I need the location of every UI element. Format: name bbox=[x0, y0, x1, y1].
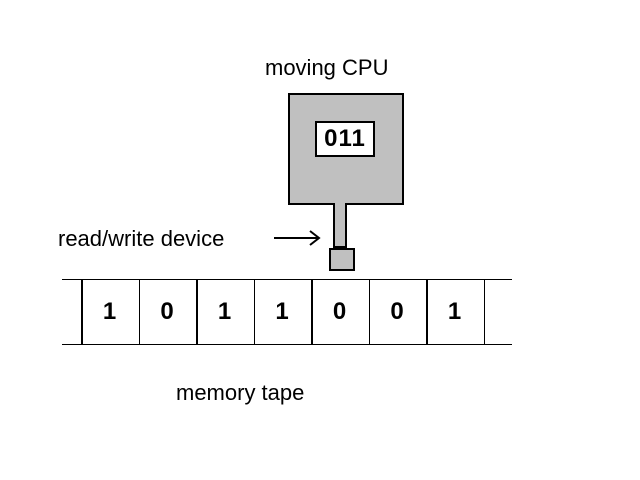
read-write-label: read/write device bbox=[58, 226, 225, 251]
tape-cell-divider bbox=[81, 280, 83, 344]
tape-cell-divider bbox=[426, 280, 428, 344]
tape-cell: 1 bbox=[447, 298, 462, 325]
tape-cell-divider bbox=[253, 280, 255, 344]
tape-cell: 1 bbox=[275, 298, 289, 325]
read-write-head bbox=[329, 248, 355, 271]
arrow-right-icon bbox=[274, 230, 321, 246]
memory-tape: 1 0 1 1 0 0 1 bbox=[62, 279, 512, 345]
tape-cell-divider bbox=[196, 280, 198, 344]
tape-cell: 1 bbox=[102, 298, 117, 325]
read-write-stem bbox=[333, 203, 347, 248]
tape-cell-divider bbox=[368, 280, 370, 344]
tape-cell: 0 bbox=[160, 298, 174, 325]
tape-cell: 0 bbox=[332, 298, 347, 325]
cpu-box: 011 bbox=[288, 93, 404, 205]
memory-tape-label: memory tape bbox=[176, 380, 305, 405]
tape-cell-divider bbox=[483, 280, 485, 344]
tape-cell-divider bbox=[311, 280, 313, 344]
cpu-label: moving CPU bbox=[265, 55, 389, 80]
cpu-register: 011 bbox=[315, 121, 375, 157]
tape-cell: 1 bbox=[217, 298, 232, 325]
tape-cell: 0 bbox=[390, 298, 404, 325]
tape-cell-divider bbox=[138, 280, 140, 344]
